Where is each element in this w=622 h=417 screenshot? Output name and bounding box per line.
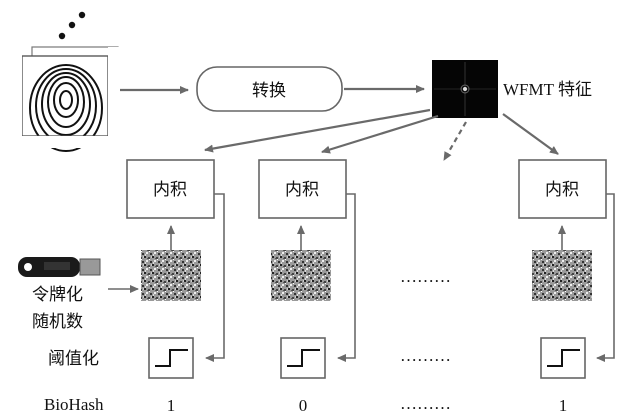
connector-ip2-to-threshold [337,193,356,362]
inner-product-box-3 [518,159,607,219]
bit-2: 0 [299,396,308,415]
inner-product-label-1: 内积 [153,180,187,200]
threshold-label: 阈值化 [48,349,99,369]
connector-ip3-to-threshold [596,193,615,362]
step-function-icon [280,337,326,379]
transform-label: 转换 [252,81,286,101]
ellipsis-dots-icon [58,11,86,40]
ellipsis-row-bits: ……… [400,394,451,413]
wfmt-feature-image [432,60,498,118]
transform-box [196,66,343,112]
feature-label: WFMT 特征 [503,80,592,99]
bit-1: 1 [167,396,176,415]
biohash-label: BioHash [44,395,104,414]
fingerprint-icon [10,40,120,152]
token-label-line2: 随机数 [32,312,83,332]
usb-token-icon [18,257,101,277]
arrow-feature-to-ip3 [502,113,559,155]
connector-ip1-to-threshold [205,193,225,362]
inner-product-label-2: 内积 [285,180,319,200]
step-function-icon [148,337,194,379]
inner-product-box-2 [258,159,347,219]
arrow-feature-dashed [443,121,467,161]
noise-matrix-icon [141,250,201,301]
token-label-line1: 令牌化 [32,285,83,305]
ellipsis-row-noise: ……… [400,267,451,286]
inner-product-label-3: 内积 [545,180,579,200]
bit-3: 1 [559,396,568,415]
arrow-feature-to-ip2 [321,114,439,154]
noise-matrix-icon [271,250,331,301]
step-function-icon [540,337,586,379]
arrow-feature-to-ip1 [204,108,431,153]
inner-product-box-1 [126,159,215,219]
ellipsis-row-threshold: ……… [400,346,451,365]
noise-matrix-icon [532,250,592,301]
